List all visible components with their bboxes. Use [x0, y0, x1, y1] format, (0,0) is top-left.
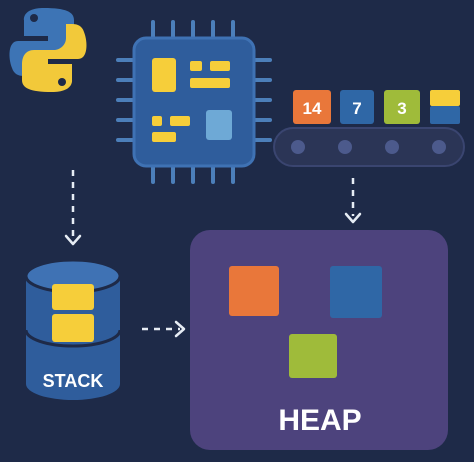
conveyor-item-1: 14 — [293, 90, 331, 124]
arrow-python-to-stack — [64, 170, 82, 246]
cpu-chip-icon — [116, 20, 272, 184]
conveyor-belt-icon — [273, 127, 465, 167]
conveyor-value-1: 14 — [303, 99, 322, 118]
heap-object-blue — [330, 266, 382, 318]
conveyor-item-3: 3 — [384, 90, 420, 124]
stack-cylinder-icon: STACK — [24, 258, 122, 400]
heap-object-green — [289, 334, 337, 378]
arrow-stack-to-heap — [142, 320, 186, 338]
arrow-conveyor-to-heap — [344, 178, 362, 224]
heap-label: HEAP — [278, 404, 361, 437]
conveyor-item-2: 7 — [340, 90, 374, 124]
python-logo-icon — [9, 8, 87, 92]
conveyor-value-3: 3 — [397, 99, 406, 118]
conveyor-item-4 — [430, 90, 460, 124]
conveyor-value-2: 7 — [352, 99, 361, 118]
heap-panel: HEAP — [190, 230, 448, 450]
heap-object-orange — [229, 266, 279, 316]
stack-label: STACK — [43, 371, 104, 391]
